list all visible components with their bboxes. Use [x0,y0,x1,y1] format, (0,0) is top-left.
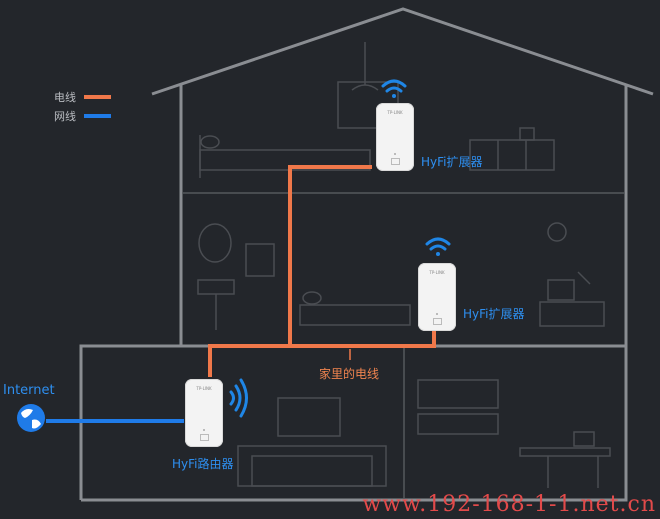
device-led [394,153,396,155]
device-brand: TP-LINK [387,110,403,115]
hyfi-extender-mid[interactable]: TP-LINK [418,263,456,331]
legend-power-label: 电线 [54,91,76,104]
device-port [391,158,400,165]
floor-dividers [183,192,624,498]
power-line [208,165,436,377]
watermark: www.192-168-1-1.net.cn [362,492,656,517]
internet-label: Internet [3,383,55,398]
extender-top-label: HyFi扩展器 [421,155,483,169]
device-port [200,434,209,441]
hyfi-extender-top[interactable]: TP-LINK [376,103,414,171]
device-led [203,429,205,431]
wifi-icon-router [229,378,248,418]
device-brand: TP-LINK [429,270,445,275]
legend-network-swatch [84,114,111,118]
device-brand: TP-LINK [196,386,212,391]
router-label: HyFi路由器 [172,457,234,471]
wifi-icon-mid [425,237,451,256]
device-led [436,313,438,315]
legend-network-label: 网线 [54,110,76,123]
wifi-icon-top [381,79,407,98]
legend-power-swatch [84,95,111,99]
home-wiring-label: 家里的电线 [319,367,380,381]
device-port [433,318,442,325]
furniture-sketches [197,42,611,488]
hyfi-router[interactable]: TP-LINK [185,379,223,447]
extender-mid-label: HyFi扩展器 [463,307,525,321]
globe-icon [17,404,45,432]
house-outline [79,7,654,502]
